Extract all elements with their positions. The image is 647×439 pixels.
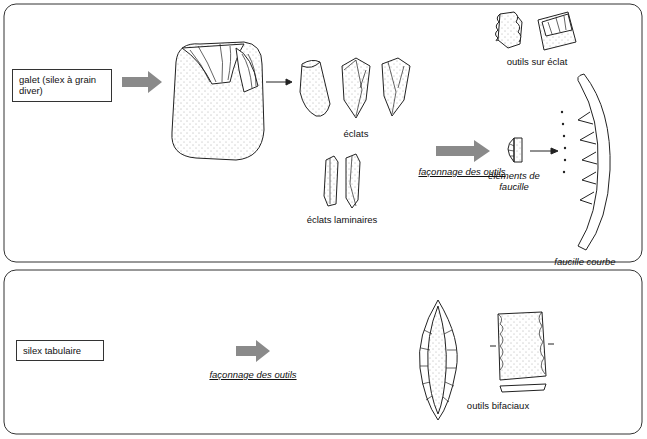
flake-label: éclats <box>316 128 396 139</box>
bifacial-tool-drawing <box>419 300 554 420</box>
core-drawing <box>172 42 264 160</box>
sickle-element-label: éléments de faucille <box>484 170 544 193</box>
flake-tool-drawing <box>496 12 577 50</box>
source-box: silex tabulaire <box>16 340 104 361</box>
sickle-label: faucille courbe <box>540 256 630 267</box>
box-text: silex tabulaire <box>23 345 97 356</box>
panel <box>4 270 642 434</box>
source-box: galet (silex à grain diver) <box>12 69 112 102</box>
sickle-element-drawing <box>508 138 522 162</box>
box-text: galet (silex à grain diver) <box>19 74 105 97</box>
blade-label: éclats laminaires <box>287 214 397 225</box>
sickle-drawing <box>561 74 610 250</box>
flake-drawing <box>300 58 410 118</box>
process-label: façonnage des outils <box>193 369 313 380</box>
bifacial-label: outils bifaciaux <box>448 400 548 411</box>
panel <box>4 4 642 262</box>
blade-drawing <box>324 154 360 208</box>
tool-label: outils sur éclat <box>487 56 587 67</box>
